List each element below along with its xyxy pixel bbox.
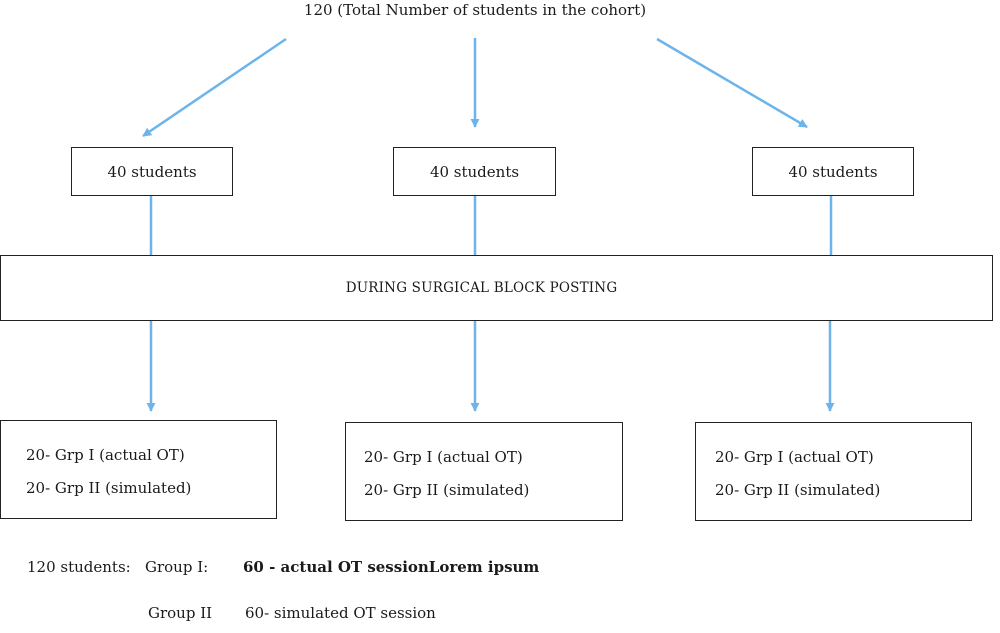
split-box-2-line-2: 20- Grp II (simulated) (364, 481, 530, 499)
split-box-2-line-1: 20- Grp I (actual OT) (364, 448, 523, 466)
summary-group-1-label: Group I: (145, 558, 209, 576)
split-box-3-line-1: 20- Grp I (actual OT) (715, 448, 874, 466)
surgical-block-posting-label: DURING SURGICAL BLOCK POSTING (345, 280, 618, 296)
group-box-2: 40 students (393, 147, 556, 196)
group-box-1-label: 40 students (107, 162, 197, 181)
split-box-1-line-2: 20- Grp II (simulated) (26, 479, 192, 497)
arrow-top-right (656, 37, 808, 129)
summary-total: 120 students: (27, 558, 131, 576)
split-box-3: 20- Grp I (actual OT) 20- Grp II (simula… (695, 422, 972, 521)
summary-group-2-label: Group II (148, 604, 213, 622)
split-box-2: 20- Grp I (actual OT) 20- Grp II (simula… (345, 422, 623, 521)
summary-group-2-value: 60- simulated OT session (245, 604, 436, 622)
group-box-2-label: 40 students (429, 162, 520, 181)
split-box-1: 20- Grp I (actual OT) 20- Grp II (simula… (0, 420, 277, 519)
summary-group-1-value: 60 - actual OT sessionLorem ipsum (243, 558, 540, 576)
cohort-total-label: 120 (Total Number of students in the coh… (303, 1, 647, 19)
group-box-1: 40 students (71, 147, 233, 196)
surgical-block-posting-box: DURING SURGICAL BLOCK POSTING (0, 255, 993, 321)
group-box-3: 40 students (752, 147, 914, 196)
arrow-top-left (142, 37, 287, 138)
split-box-1-line-1: 20- Grp I (actual OT) (26, 446, 185, 464)
split-box-3-line-2: 20- Grp II (simulated) (715, 481, 881, 499)
group-box-3-label: 40 students (788, 162, 878, 181)
